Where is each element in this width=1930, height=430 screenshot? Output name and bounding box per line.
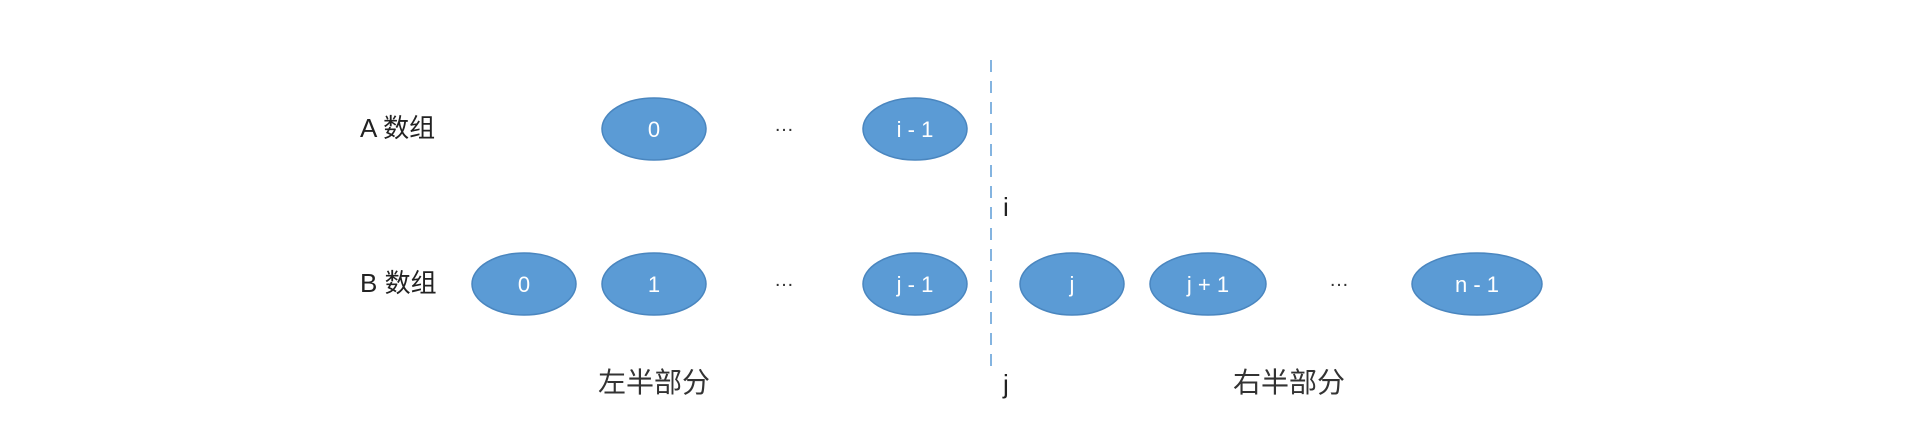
b-node-1: 1 (601, 252, 707, 316)
b-ellipsis-left: … (774, 269, 794, 291)
svg-text:1: 1 (648, 272, 660, 297)
svg-text:0: 0 (648, 117, 660, 142)
svg-text:0: 0 (518, 272, 530, 297)
svg-text:j + 1: j + 1 (1186, 272, 1229, 297)
right-half-label: 右半部分 (1233, 367, 1345, 399)
svg-text:n - 1: n - 1 (1455, 272, 1499, 297)
a-ellipsis: … (774, 114, 794, 136)
svg-text:j: j (1069, 272, 1075, 297)
b-node-j-plus-1: j + 1 (1149, 252, 1267, 316)
a-node-0: 0 (601, 97, 707, 161)
svg-text:j - 1: j - 1 (896, 272, 934, 297)
cut-label-j: j (1002, 369, 1009, 399)
b-node-0: 0 (471, 252, 577, 316)
b-node-j: j (1019, 252, 1125, 316)
b-node-n-minus-1: n - 1 (1411, 252, 1543, 316)
a-node-i-minus-1: i - 1 (862, 97, 968, 161)
a-array-label: A 数组 (360, 113, 435, 143)
left-half-label: 左半部分 (598, 367, 710, 399)
cut-label-i: i (1003, 192, 1009, 222)
b-array-label: B 数组 (360, 268, 437, 298)
svg-text:i - 1: i - 1 (897, 117, 934, 142)
b-ellipsis-right: … (1329, 269, 1349, 291)
b-node-j-minus-1: j - 1 (862, 252, 968, 316)
